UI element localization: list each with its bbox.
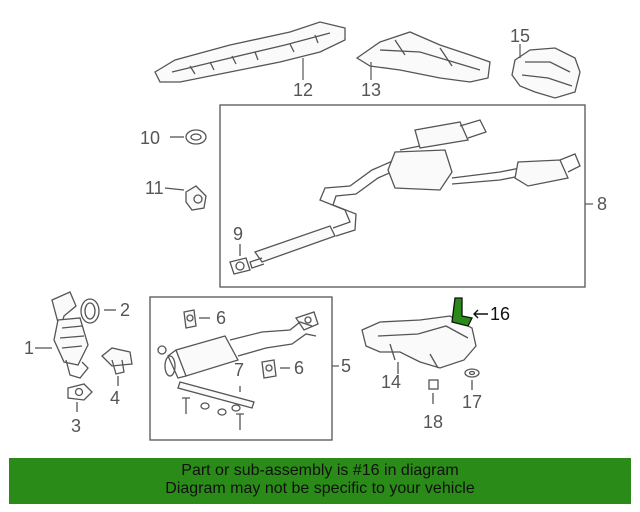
info-banner: Part or sub-assembly is #16 in diagram D… <box>9 458 631 504</box>
part-14-heat-shield[interactable] <box>361 315 477 374</box>
part-2-gasket[interactable] <box>80 298 116 324</box>
part-1-catalytic-converter[interactable] <box>35 291 89 379</box>
part-6-hanger-top[interactable] <box>183 309 210 329</box>
part-9-gasket[interactable] <box>229 244 251 275</box>
part-6-hanger-bottom[interactable] <box>261 359 290 379</box>
part-18-clip[interactable] <box>428 379 439 404</box>
callout-16: 16 <box>490 304 510 324</box>
callout-4: 4 <box>110 388 120 408</box>
part-3-gasket[interactable] <box>67 383 93 412</box>
callout-12: 12 <box>293 80 313 100</box>
callout-17: 17 <box>462 392 482 412</box>
converter-assembly-box <box>149 296 333 441</box>
callout-3: 3 <box>71 416 81 436</box>
part-16-bracket-highlighted[interactable] <box>451 297 488 327</box>
part-4-bracket[interactable] <box>101 347 133 386</box>
part-17-nut[interactable] <box>464 368 480 390</box>
part-15-heat-shield[interactable] <box>511 47 581 99</box>
callout-9: 9 <box>233 224 243 244</box>
callout-5: 5 <box>341 356 351 376</box>
callout-7: 7 <box>234 360 244 380</box>
callout-8: 8 <box>597 194 607 214</box>
part-12-heat-shield[interactable] <box>154 21 346 83</box>
callout-14: 14 <box>381 372 401 392</box>
part-10-ring-gasket[interactable] <box>170 129 207 145</box>
callout-13: 13 <box>361 80 381 100</box>
callout-18: 18 <box>423 412 443 432</box>
part-11-hanger[interactable] <box>164 185 207 211</box>
callout-2: 2 <box>120 300 130 320</box>
info-banner-line-1: Part or sub-assembly is #16 in diagram <box>181 462 459 479</box>
part-13-heat-shield[interactable] <box>355 31 491 83</box>
callout-6-top: 6 <box>216 308 226 328</box>
callout-6-bottom: 6 <box>294 358 304 378</box>
callout-11: 11 <box>145 178 164 198</box>
callout-10: 10 <box>140 128 160 148</box>
callout-15: 15 <box>510 26 530 46</box>
part-7-hardware[interactable] <box>177 381 255 430</box>
part-8-muffler-assembly[interactable] <box>249 119 581 269</box>
part-5-converter-assembly[interactable] <box>157 311 319 379</box>
info-banner-line-2: Diagram may not be specific to your vehi… <box>165 480 475 497</box>
callout-1: 1 <box>24 338 34 358</box>
muffler-assembly-box <box>219 104 586 288</box>
